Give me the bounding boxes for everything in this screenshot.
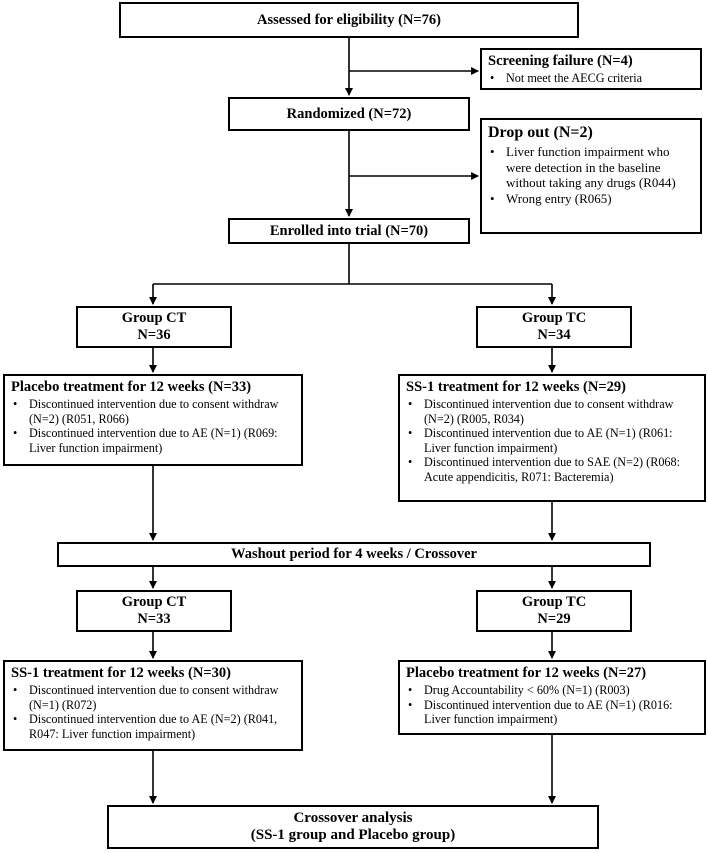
crossover-analysis-box: Crossover analysis (SS-1 group and Place… (107, 805, 599, 849)
ss1-treatment-item: Discontinued intervention due to consent… (406, 397, 698, 426)
placebo-treatment-list: Drug Accountability < 60% (N=1) (R003) D… (406, 683, 698, 727)
placebo-treatment-title: Placebo treatment for 12 weeks (N=33) (11, 379, 252, 395)
dropout-title: Drop out (N=2) (488, 124, 593, 141)
dropout-box: Drop out (N=2) Liver function impairment… (480, 118, 702, 234)
dropout-item: Liver function impairment who were detec… (488, 144, 694, 191)
placebo-treatment-item: Discontinued intervention due to AE (N=1… (406, 698, 698, 727)
ss1-treatment-item: Discontinued intervention due to AE (N=1… (406, 426, 698, 455)
randomized-box: Randomized (N=72) (228, 97, 470, 131)
group-ct-n: N=36 (137, 327, 171, 343)
dropout-item: Wrong entry (R065) (488, 191, 694, 207)
ss1-treatment-title: SS-1 treatment for 12 weeks (N=29) (406, 379, 626, 395)
placebo-treatment-box-2: Placebo treatment for 12 weeks (N=27) Dr… (398, 660, 706, 735)
placebo-treatment-box-1: Placebo treatment for 12 weeks (N=33) Di… (3, 374, 303, 466)
enrolled-label: Enrolled into trial (N=70) (269, 222, 429, 239)
randomized-label: Randomized (N=72) (286, 105, 412, 122)
group-ct-box-1: Group CT N=36 (76, 306, 232, 348)
screening-failure-item: Not meet the AECG criteria (488, 71, 694, 86)
group-tc-box-2: Group TC N=29 (476, 590, 632, 632)
assessed-label: Assessed for eligibility (N=76) (257, 11, 441, 28)
placebo-treatment-item: Discontinued intervention due to AE (N=1… (11, 426, 295, 455)
ss1-treatment-list: Discontinued intervention due to consent… (406, 397, 698, 484)
ss1-treatment-item: Discontinued intervention due to AE (N=2… (11, 712, 295, 741)
group-ct-name: Group CT (121, 310, 187, 326)
assessed-box: Assessed for eligibility (N=76) (119, 2, 579, 38)
group-tc-name: Group TC (521, 594, 587, 610)
group-ct-box-2: Group CT N=33 (76, 590, 232, 632)
group-tc-box-1: Group TC N=34 (476, 306, 632, 348)
screening-failure-box: Screening failure (N=4) Not meet the AEC… (480, 48, 702, 90)
group-tc-name: Group TC (521, 310, 587, 326)
placebo-treatment-item: Discontinued intervention due to consent… (11, 397, 295, 426)
screening-failure-list: Not meet the AECG criteria (488, 71, 694, 86)
placebo-treatment-item: Drug Accountability < 60% (N=1) (R003) (406, 683, 698, 698)
group-ct-name: Group CT (121, 594, 187, 610)
crossover-analysis-title: Crossover analysis (293, 810, 413, 826)
ss1-treatment-list: Discontinued intervention due to consent… (11, 683, 295, 741)
group-tc-n: N=34 (537, 327, 571, 343)
ss1-treatment-title: SS-1 treatment for 12 weeks (N=30) (11, 665, 231, 681)
screening-failure-title: Screening failure (N=4) (488, 53, 633, 69)
group-ct-n: N=33 (137, 611, 171, 627)
washout-label: Washout period for 4 weeks / Crossover (231, 546, 477, 562)
enrolled-box: Enrolled into trial (N=70) (228, 218, 470, 244)
dropout-list: Liver function impairment who were detec… (488, 144, 694, 206)
crossover-analysis-subtitle: (SS-1 group and Placebo group) (250, 827, 456, 843)
ss1-treatment-box-1: SS-1 treatment for 12 weeks (N=29) Disco… (398, 374, 706, 502)
ss1-treatment-item: Discontinued intervention due to consent… (11, 683, 295, 712)
ss1-treatment-item: Discontinued intervention due to SAE (N=… (406, 455, 698, 484)
ss1-treatment-box-2: SS-1 treatment for 12 weeks (N=30) Disco… (3, 660, 303, 751)
group-tc-n: N=29 (537, 611, 571, 627)
placebo-treatment-list: Discontinued intervention due to consent… (11, 397, 295, 455)
washout-box: Washout period for 4 weeks / Crossover (57, 542, 651, 567)
placebo-treatment-title: Placebo treatment for 12 weeks (N=27) (406, 665, 647, 681)
